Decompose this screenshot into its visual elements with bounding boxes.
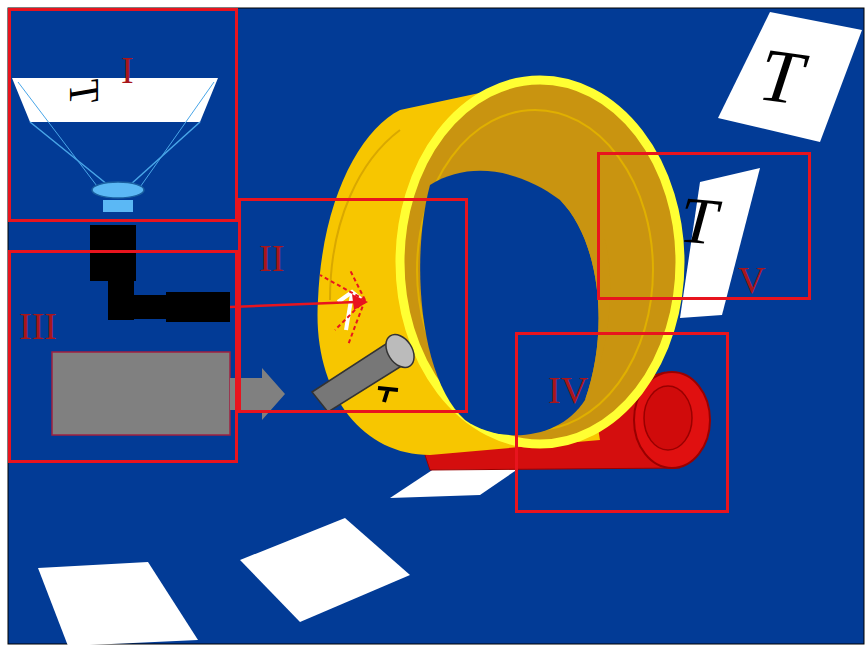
paper-sheet <box>240 518 410 622</box>
photoconductor-drum <box>317 80 680 455</box>
region-label: I <box>121 51 134 89</box>
region-box: III <box>8 250 238 463</box>
region-box: I <box>8 8 238 222</box>
background <box>8 8 864 644</box>
region-box: II <box>238 198 468 413</box>
region-label: V <box>738 261 765 299</box>
developer-roller <box>312 329 420 412</box>
paper-sheet <box>38 562 198 646</box>
region-box: IV <box>515 332 729 513</box>
region-label: IV <box>548 371 588 409</box>
region-label: III <box>19 307 57 345</box>
laser-beam <box>230 294 368 310</box>
image-letter: T <box>677 187 719 256</box>
paper-sheet <box>718 12 862 142</box>
image-letter: T <box>63 81 105 104</box>
toner-supply <box>52 352 285 435</box>
projector <box>12 78 218 212</box>
region-label: II <box>259 239 284 277</box>
laser-source <box>90 225 230 322</box>
